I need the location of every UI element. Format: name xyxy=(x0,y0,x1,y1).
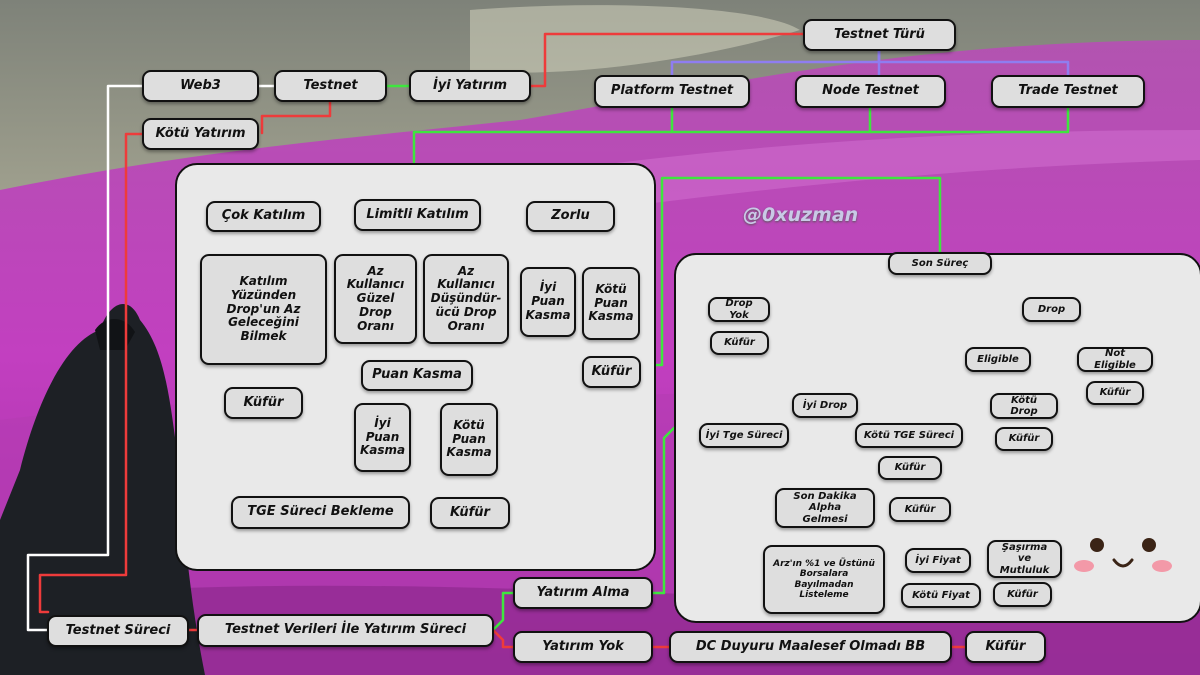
iyi-tge-node[interactable]: İyi Tge Süreci xyxy=(699,423,789,448)
web3-node[interactable]: Web3 xyxy=(142,70,259,102)
arz-listeleme-node[interactable]: Arz'ın %1 ve Üstünü Borsalara Bayılmadan… xyxy=(763,545,885,614)
az-kullanici-guzel-node[interactable]: Az Kullanıcı Güzel Drop Oranı xyxy=(334,254,417,344)
eligible-node[interactable]: Eligible xyxy=(965,347,1031,372)
drop-yok-kufur-node[interactable]: Küfür xyxy=(710,331,769,355)
zorlu-node[interactable]: Zorlu xyxy=(526,201,615,232)
son-dakika-kufur-node[interactable]: Küfür xyxy=(889,497,951,522)
limitli-katilim-node[interactable]: Limitli Katılım xyxy=(354,199,481,231)
dc-kufur-node[interactable]: Küfür xyxy=(965,631,1046,663)
son-surec-node[interactable]: Son Süreç xyxy=(888,252,992,275)
line-iyi-turu xyxy=(528,32,806,88)
drop-node[interactable]: Drop xyxy=(1022,297,1081,322)
zorlu-kufur-node[interactable]: Küfür xyxy=(582,356,641,388)
line-kotu-surec xyxy=(38,132,144,614)
sasirma-node[interactable]: Şaşırma ve Mutluluk xyxy=(987,540,1062,578)
smiley-face-icon xyxy=(1074,538,1172,572)
trade-testnet-node[interactable]: Trade Testnet xyxy=(991,75,1145,108)
kotu-puan-kasma-node[interactable]: Kötü Puan Kasma xyxy=(440,403,498,476)
watermark: @0xuzman xyxy=(743,204,859,226)
az-kullanici-dusundurucu-node[interactable]: Az Kullanıcı Düşündür-ücü Drop Oranı xyxy=(423,254,509,344)
tge-bekleme-node[interactable]: TGE Süreci Bekleme xyxy=(231,496,410,529)
node-testnet-node[interactable]: Node Testnet xyxy=(795,75,946,108)
line-turu-platform xyxy=(670,48,881,78)
line-verileri-alma xyxy=(491,591,516,632)
cok-katilim-node[interactable]: Çok Katılım xyxy=(206,201,321,232)
line-web3-testnet-surec xyxy=(26,84,146,632)
kotu-tge-node[interactable]: Kötü TGE Süreci xyxy=(855,423,963,448)
line-types-panel xyxy=(412,105,1070,164)
line-testnet-kotu xyxy=(260,99,332,135)
testnet-node[interactable]: Testnet xyxy=(274,70,387,102)
puan-kasma-node[interactable]: Puan Kasma xyxy=(361,360,473,391)
kotu-fiyat-kufur-node[interactable]: Küfür xyxy=(993,582,1052,607)
testnet-turu-node[interactable]: Testnet Türü xyxy=(803,19,956,51)
kotu-drop-node[interactable]: Kötü Drop xyxy=(990,393,1058,419)
son-dakika-node[interactable]: Son Dakika Alpha Gelmesi xyxy=(775,488,875,528)
iyi-puan-kasma-node[interactable]: İyi Puan Kasma xyxy=(354,403,411,472)
not-eligible-kufur-node[interactable]: Küfür xyxy=(1086,381,1144,405)
line-verileri-yok xyxy=(491,628,516,649)
testnet-sureci-node[interactable]: Testnet Süreci xyxy=(47,615,189,647)
kotu-yatirim-node[interactable]: Kötü Yatırım xyxy=(142,118,259,150)
line-panel-to-son xyxy=(650,176,942,367)
line-alma-panel xyxy=(650,426,676,595)
iyi-drop-node[interactable]: İyi Drop xyxy=(792,393,858,418)
not-eligible-node[interactable]: Not Eligible xyxy=(1077,347,1153,372)
line-turu-trade xyxy=(877,48,1070,78)
yatirim-yok-node[interactable]: Yatırım Yok xyxy=(513,631,653,663)
testnet-verileri-node[interactable]: Testnet Verileri İle Yatırım Süreci xyxy=(197,614,494,647)
kotu-tge-kufur-node[interactable]: Küfür xyxy=(878,456,942,480)
cok-katilim-kufur-node[interactable]: Küfür xyxy=(224,387,303,419)
katilim-yuzunden-node[interactable]: Katılım Yüzünden Drop'un Az Geleceğini B… xyxy=(200,254,327,365)
iyi-yatirim-node[interactable]: İyi Yatırım xyxy=(409,70,531,102)
kotu-puan-kufur-node[interactable]: Küfür xyxy=(430,497,510,529)
kotu-fiyat-node[interactable]: Kötü Fiyat xyxy=(901,583,981,608)
dc-duyuru-node[interactable]: DC Duyuru Maalesef Olmadı BB xyxy=(669,631,952,663)
zorlu-kotu-puan-node[interactable]: Kötü Puan Kasma xyxy=(582,267,640,340)
kotu-drop-kufur-node[interactable]: Küfür xyxy=(995,427,1053,451)
zorlu-iyi-puan-node[interactable]: İyi Puan Kasma xyxy=(520,267,576,337)
yatirim-alma-node[interactable]: Yatırım Alma xyxy=(513,577,653,609)
platform-testnet-node[interactable]: Platform Testnet xyxy=(594,75,750,108)
iyi-fiyat-node[interactable]: İyi Fiyat xyxy=(905,548,971,573)
drop-yok-node[interactable]: Drop Yok xyxy=(708,297,770,322)
